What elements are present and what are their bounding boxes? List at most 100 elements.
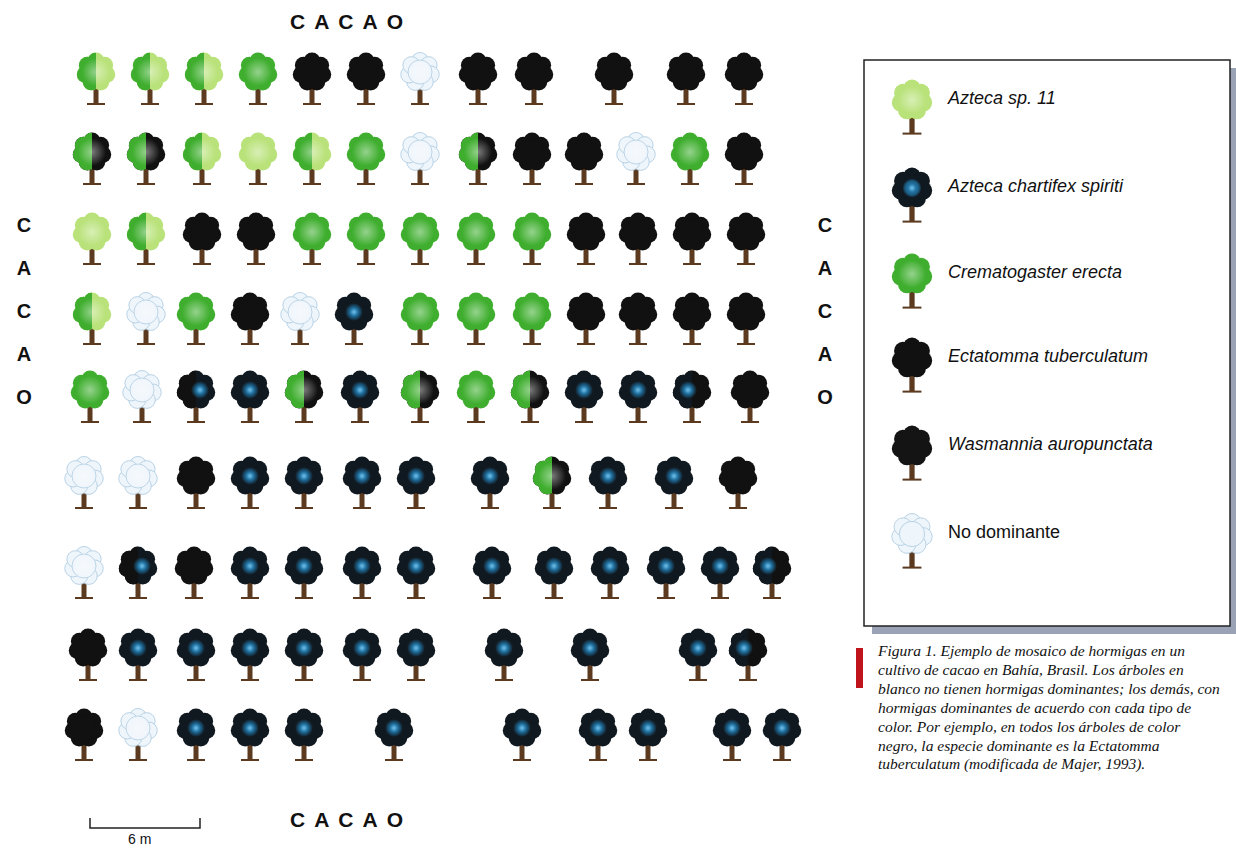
cacao-tree	[401, 371, 439, 423]
tree-crown	[343, 629, 381, 667]
tree-part	[406, 138, 434, 166]
tree-part	[132, 298, 160, 326]
tree-part	[734, 300, 758, 324]
tree-part	[899, 433, 924, 458]
tree-part	[481, 507, 499, 509]
cacao-tree	[347, 213, 385, 265]
tree-crown	[513, 213, 551, 251]
cacao-tree	[595, 53, 633, 105]
tree-crown	[667, 53, 705, 91]
cacao-tree	[401, 293, 439, 345]
cacao-tree	[177, 709, 215, 761]
cacao-tree	[397, 547, 435, 599]
blue-core	[903, 179, 922, 198]
tree-part	[689, 679, 707, 681]
cacao-tree	[293, 133, 331, 185]
cacao-tree	[285, 371, 323, 423]
tree-part	[137, 183, 155, 185]
legend-box	[864, 60, 1230, 626]
cacao-tree	[565, 133, 603, 185]
tree-part	[774, 560, 791, 577]
blue-core	[385, 719, 403, 737]
tree-part	[295, 421, 313, 423]
legend-swatch	[892, 426, 932, 480]
tree-part	[404, 636, 428, 660]
tree-crown	[293, 133, 331, 171]
tree-part	[238, 554, 262, 578]
tree-part	[241, 421, 259, 423]
tree-crown	[185, 53, 223, 91]
tree-part	[404, 464, 428, 488]
cacao-tree	[231, 547, 269, 599]
tree-part	[406, 58, 434, 86]
tree-part	[249, 183, 267, 185]
tree-crown	[127, 133, 165, 171]
tree-crown	[71, 371, 109, 409]
tree-part	[238, 464, 262, 488]
tree-part	[464, 138, 492, 166]
tree-part	[72, 716, 96, 740]
cacao-tree	[892, 254, 932, 308]
cacao-tree	[513, 133, 551, 185]
blue-core	[187, 719, 205, 737]
tree-part	[348, 378, 372, 402]
tree-crown	[617, 133, 655, 171]
tree-crown	[511, 371, 549, 409]
tree-crown	[73, 293, 111, 331]
cacao-tree	[65, 457, 103, 509]
cacao-tree	[401, 53, 439, 105]
tree-part	[654, 554, 678, 578]
tree-part	[545, 597, 563, 599]
tree-part	[70, 552, 98, 580]
tree-part	[187, 507, 205, 509]
cacao-tree	[655, 457, 693, 509]
tree-crown	[565, 371, 603, 409]
tree-part	[629, 343, 647, 345]
cacao-tree	[713, 709, 751, 761]
cacao-tree	[629, 709, 667, 761]
tree-crown	[293, 213, 331, 251]
tree-crown	[177, 371, 215, 409]
blue-core	[295, 467, 313, 485]
field-label: CACAO	[290, 10, 412, 34]
cacao-tree	[131, 53, 169, 105]
tree-crown	[535, 547, 573, 585]
tree-part	[190, 220, 214, 244]
tree-part	[247, 263, 265, 265]
tree-crown	[647, 547, 685, 585]
cacao-tree	[892, 514, 932, 568]
blue-core	[665, 467, 683, 485]
tree-part	[353, 597, 371, 599]
tree-crown	[401, 371, 439, 409]
tree-part	[750, 642, 767, 659]
tree-part	[581, 679, 599, 681]
tree-part	[599, 507, 617, 509]
tree-part	[295, 507, 313, 509]
tree-part	[300, 60, 324, 84]
tree-part	[518, 298, 546, 326]
tree-crown	[579, 709, 617, 747]
tree-crown	[671, 133, 709, 171]
cacao-tree	[457, 213, 495, 265]
blue-core	[407, 467, 425, 485]
tree-part	[729, 507, 747, 509]
cacao-tree	[401, 133, 439, 185]
tree-part	[577, 343, 595, 345]
tree-part	[182, 554, 206, 578]
tree-part	[295, 679, 313, 681]
cacao-tree	[69, 629, 107, 681]
tree-part	[244, 58, 272, 86]
tree-part	[483, 597, 501, 599]
tree-crown	[127, 213, 165, 251]
blue-core	[601, 557, 619, 575]
tree-crown	[285, 371, 323, 409]
tree-crown	[401, 213, 439, 251]
tree-part	[75, 597, 93, 599]
tree-crown	[401, 371, 439, 409]
tree-crown	[293, 133, 331, 171]
blue-core	[191, 381, 209, 399]
tree-grid	[65, 53, 801, 761]
tree-crown	[679, 629, 717, 667]
cacao-tree	[285, 457, 323, 509]
cacao-tree	[285, 709, 323, 761]
